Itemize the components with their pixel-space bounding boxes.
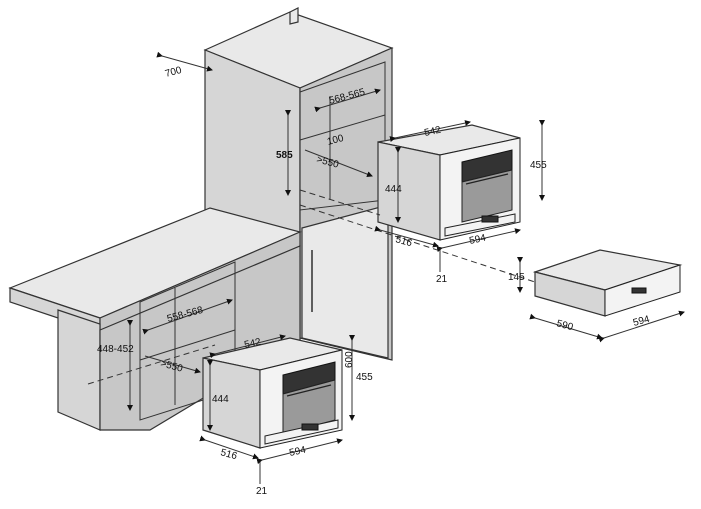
dim-oven-upper-inner-height: 444 — [385, 184, 402, 195]
dim-oven-lower-inner-height: 444 — [212, 394, 229, 405]
dim-oven-lower-depth: 542 — [243, 337, 262, 351]
dim-oven-lower-niche: 600 — [344, 351, 355, 368]
oven-upper — [377, 124, 521, 241]
dim-drawer-width: 594 — [632, 314, 651, 329]
dim-counter-niche-height: 448-452 — [97, 344, 134, 355]
dim-tall-cabinet-depth: 700 — [164, 65, 183, 80]
dim-drawer-depth: 590 — [555, 318, 574, 333]
dimension-lines — [127, 51, 685, 484]
oven-lower — [202, 337, 343, 449]
dim-niche-offset-upper: 100 — [326, 133, 345, 148]
warming-drawer — [532, 249, 683, 317]
dim-niche-height-upper: 585 — [276, 150, 293, 161]
dim-oven-upper-depth: 542 — [423, 125, 442, 139]
dim-oven-lower-height: 455 — [356, 372, 373, 383]
dim-oven-lower-side-depth: 516 — [219, 447, 238, 462]
dim-drawer-height: 145 — [508, 272, 525, 283]
dim-oven-upper-width: 594 — [468, 233, 487, 247]
dim-oven-upper-side-depth: 516 — [394, 234, 413, 249]
dim-oven-upper-front: 21 — [436, 274, 448, 285]
dim-oven-lower-front: 21 — [256, 486, 268, 497]
dim-oven-lower-width: 594 — [288, 445, 307, 459]
dim-oven-upper-height: 455 — [530, 160, 547, 171]
